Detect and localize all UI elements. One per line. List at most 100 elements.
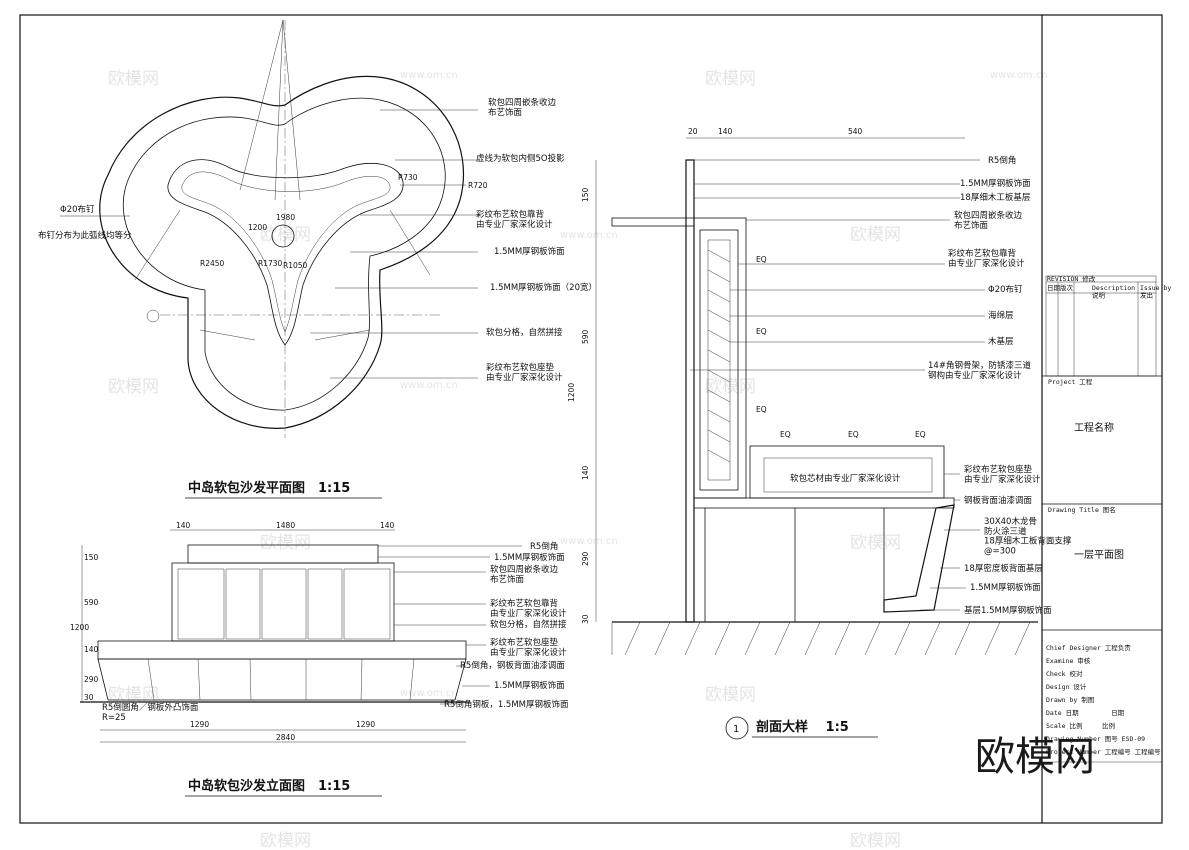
sofa-inner-outline: [123, 97, 446, 411]
backrest-panel: [225, 568, 261, 640]
seat-seam: [409, 658, 415, 701]
plan-callout: 1.5MM厚钢板饰面: [494, 246, 565, 257]
section-callout: 1.5MM厚钢板饰面: [970, 582, 1041, 593]
watermark-url: www.om.cn: [560, 230, 618, 241]
section-callout: 18厚密度板背面基层: [964, 563, 1043, 574]
section-top-dim: 140: [718, 127, 733, 136]
section-title: 剖面大样 1:5: [756, 719, 849, 735]
section-seat-note: 软包芯材由专业厂家深化设计: [790, 473, 901, 484]
seat-seam: [147, 658, 155, 701]
section-callout: 钢板背面油漆调面: [964, 495, 1033, 506]
section-view: 20 140 540 150 590 1200 140 290 30 软包芯材由…: [567, 127, 1072, 740]
revision-col: 日期: [1047, 284, 1061, 292]
section-callout: 18厚细木工板基层: [960, 192, 1030, 203]
seat-base-board: [693, 497, 955, 509]
watermark-brand: 欧模网: [850, 831, 901, 850]
watermark-url: www.om.cn: [990, 70, 1048, 81]
elev-bottom-dim: 1290: [356, 720, 375, 729]
section-left-dim: 290: [581, 551, 590, 566]
sofa-outline: [99, 75, 465, 429]
back-cushion-band: [167, 159, 404, 346]
plan-callout: 软包四周嵌条收边布艺饰面: [488, 97, 557, 118]
elevation-callouts: R5倒角 1.5MM厚钢板饰面 软包四周嵌条收边布艺饰面 彩纹布艺软包靠背由专业…: [378, 541, 569, 710]
title-block-row: Project Number 工程编号 工程编号: [1046, 747, 1161, 756]
elevation-view: 140 1480 140 150 590 1200 140 290 30 129…: [70, 521, 569, 797]
watermark-brand: 欧模网: [705, 69, 756, 89]
watermark-brand: 欧模网: [850, 533, 901, 553]
elev-callout: 1.5MM厚钢板饰面: [494, 680, 565, 691]
section-callouts: R5倒角 1.5MM厚钢板饰面 18厚细木工板基层 软包四周嵌条收边布艺饰面 彩…: [690, 155, 1072, 616]
section-eq-dim: EQ: [756, 327, 767, 336]
section-callout: 彩纹布艺软包靠背由专业厂家深化设计: [948, 248, 1025, 269]
title-block-row: Date 日期 日期: [1046, 709, 1125, 717]
seat-divider: [389, 209, 431, 276]
watermark-url: www.om.cn: [400, 70, 458, 81]
drawing-title: 一层平面图: [1074, 549, 1124, 561]
watermark-brand: 欧模网: [850, 225, 901, 245]
backrest-hatch: [707, 249, 731, 463]
section-number: 1: [733, 724, 739, 735]
project-label: Project 工程: [1048, 377, 1093, 386]
watermark-url: www.om.cn: [560, 536, 618, 547]
elev-bottom-dim: 2840: [276, 733, 295, 742]
seat-base: [97, 658, 467, 701]
section-left-dim: 1200: [567, 383, 576, 402]
watermark-brand: 欧模网: [705, 377, 756, 397]
elev-left-dim: 290: [84, 675, 99, 684]
section-top-dim: 20: [688, 127, 698, 136]
section-callout: 14#角钢骨架，防锈漆三道钢构由专业厂家深化设计: [928, 360, 1031, 381]
section-callout: 海绵层: [988, 310, 1014, 321]
elev-left-dim: 140: [84, 645, 99, 654]
section-left-dim: 150: [581, 187, 590, 202]
elev-callout: R5倒角钢板，1.5MM厚钢板饰面: [444, 699, 569, 710]
backrest-core: [707, 239, 731, 481]
section-eq-dim: EQ: [848, 430, 859, 439]
backrest-top-board: [611, 217, 695, 227]
section-top-dim: 540: [848, 127, 863, 136]
watermark-brand: 欧模网: [108, 377, 159, 397]
sheet-border: [19, 14, 1163, 824]
plan-dim-label: R2450: [200, 259, 225, 268]
section-callout: R5倒角: [988, 155, 1016, 166]
seat-cushion: [97, 640, 467, 660]
elev-callout: 软包分格，自然拼接: [490, 619, 567, 630]
backrest-panel: [307, 568, 343, 640]
plan-callout: 虚线为软包内侧5O投影: [476, 153, 565, 164]
elev-top-dim: 1480: [276, 521, 295, 530]
watermark-brand: 欧模网: [260, 225, 311, 245]
plan-dim-label: R1050: [283, 261, 308, 270]
title-block-row: Design 设计: [1046, 682, 1087, 691]
title-block-row: Examine 审核: [1046, 656, 1091, 665]
plan-dim-label: R1730: [258, 259, 283, 268]
seat-divider: [199, 329, 256, 341]
section-callout: 彩纹布艺软包座垫由专业厂家深化设计: [964, 464, 1041, 485]
section-callout: 木基层: [988, 336, 1014, 347]
plan-dim-label: R720: [468, 181, 488, 190]
watermark-layer: 欧模网 www.om.cn 欧模网 www.om.cn 欧模网 www.om.c…: [108, 69, 1048, 850]
elev-left-dim: 590: [84, 598, 99, 607]
seat-seam: [360, 658, 363, 701]
elev-callout: 软包四周嵌条收边布艺饰面: [490, 564, 559, 585]
section-left-dim: 590: [581, 329, 590, 344]
section-eq-dim: EQ: [756, 405, 767, 414]
plan-title: 中岛软包沙发平面图 1:15: [188, 480, 350, 496]
center-column: [271, 224, 295, 248]
plan-callout: 彩纹布艺软包靠背由专业厂家深化设计: [476, 209, 553, 230]
elev-callout: R5倒角: [530, 541, 558, 552]
watermark-url: www.om.cn: [400, 380, 458, 391]
elev-bottom-dim: 1290: [190, 720, 209, 729]
plan-dim-label: 1980: [276, 213, 295, 222]
section-eq-dim: EQ: [756, 255, 767, 264]
plan-note: 布钉分布为此弧线均等分: [38, 230, 132, 241]
backrest-cushion: [699, 229, 739, 491]
seat-divider: [134, 209, 181, 281]
seat-seam: [249, 658, 252, 701]
elevation-title: 中岛软包沙发立面图 1:15: [188, 778, 350, 794]
backrest-panel: [261, 568, 307, 640]
backrest-panel: [177, 568, 225, 640]
title-block-row: Drawn by 制图: [1046, 695, 1094, 704]
